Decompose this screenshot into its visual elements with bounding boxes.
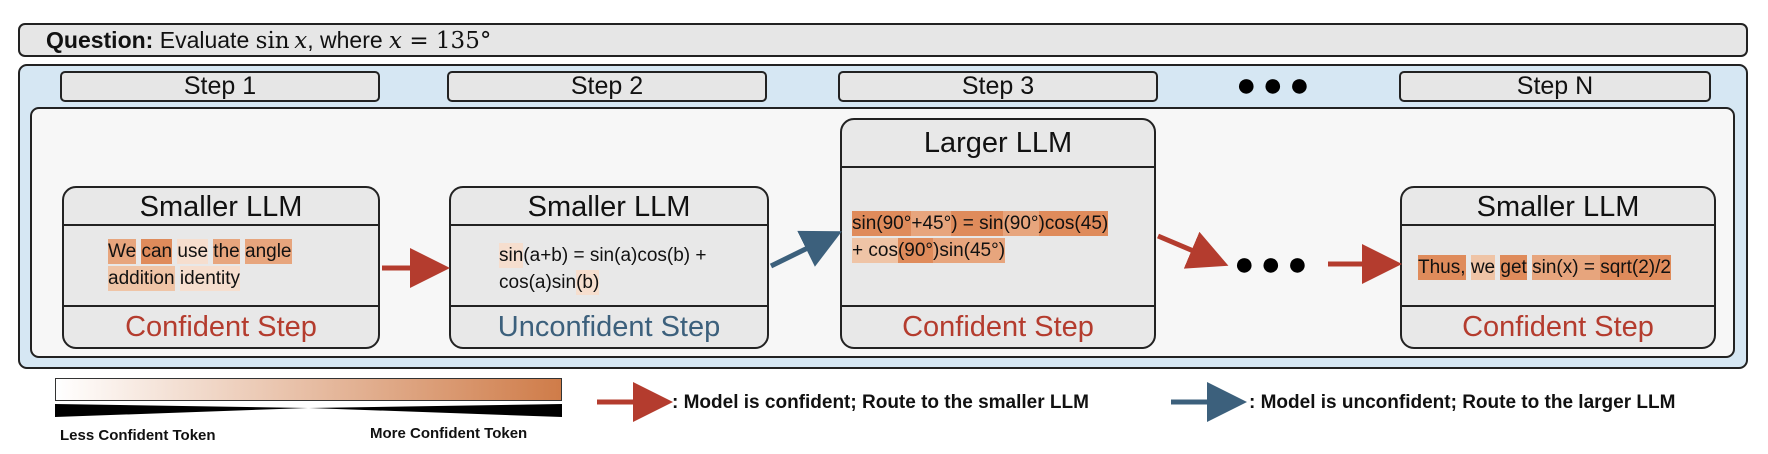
- token: angle: [245, 239, 292, 264]
- step3-token-text: sin(90°+45°) = sin(90°)cos(45)+ cos(90°)…: [842, 168, 1154, 264]
- question-var-x2: x: [389, 28, 403, 54]
- question-var-x: x: [294, 28, 308, 54]
- token: + cos: [852, 238, 898, 263]
- confident-arrow-step3-to-ellipsis: [1157, 231, 1229, 269]
- step2-model-title: Smaller LLM: [451, 188, 767, 226]
- token: identity: [179, 266, 241, 291]
- question-sin: sin: [255, 28, 290, 54]
- step2-status: Unconfident Step: [451, 305, 767, 347]
- token: can: [141, 239, 173, 264]
- legend-wedge-left: [55, 404, 308, 417]
- step1-llm-box: Smaller LLM We can use the angle addition…: [62, 186, 380, 349]
- token: ) = sin: [951, 211, 1004, 236]
- token: sin: [499, 243, 524, 268]
- question-bar: Question: Evaluate sin x, where x = 135°: [18, 23, 1748, 57]
- legend-wedge-right: [309, 404, 562, 417]
- token: (90°: [1003, 211, 1039, 236]
- step1-token-text: We can use the angle addition identity: [64, 226, 378, 292]
- step1-status: Confident Step: [64, 305, 378, 347]
- flow-ellipsis: ●●●: [1234, 245, 1314, 283]
- question-value: = 135°: [402, 28, 492, 54]
- token: get: [1500, 255, 1527, 280]
- token: Thus,: [1418, 255, 1466, 280]
- token: cos(a)sin: [499, 272, 577, 293]
- token: sqrt(2)/2: [1600, 255, 1671, 280]
- unconfident-arrow-step2-to-step3: [769, 230, 842, 269]
- legend-more-confident: More Confident Token: [370, 425, 528, 442]
- stepn-llm-box: Smaller LLM Thus, we get sin(x) = sqrt(2…: [1400, 186, 1716, 349]
- question-text-mid: , where: [307, 27, 390, 53]
- token: )cos(45): [1038, 211, 1109, 236]
- step3-status: Confident Step: [842, 305, 1154, 347]
- legend-unconfident-text: : Model is unconfident; Route to the lar…: [1249, 392, 1676, 413]
- stepn-model-title: Smaller LLM: [1402, 188, 1714, 226]
- token: the: [213, 239, 240, 264]
- token: addition: [108, 266, 175, 291]
- legend-confident-text: : Model is confident; Route to the small…: [672, 392, 1089, 413]
- token: use: [177, 239, 209, 264]
- step3-llm-box: Larger LLM sin(90°+45°) = sin(90°)cos(45…: [840, 118, 1156, 349]
- step-header-1: Step 1: [60, 71, 380, 102]
- token: We: [108, 239, 137, 264]
- confidence-gradient-bar: [55, 378, 562, 401]
- token: )sin(45°): [933, 238, 1006, 263]
- token: (a+b) = sin(a)cos(b) +: [523, 245, 707, 266]
- token: (b): [576, 270, 600, 295]
- token: we: [1470, 255, 1496, 280]
- step-header-3: Step 3: [838, 71, 1158, 102]
- stepn-status: Confident Step: [1402, 305, 1714, 347]
- token: =: [1578, 255, 1601, 280]
- token: sin(x): [1532, 255, 1579, 280]
- question-text-pre: Evaluate: [159, 27, 256, 53]
- step2-llm-box: Smaller LLM sin(a+b) = sin(a)cos(b) + cos…: [449, 186, 769, 349]
- token: (90°: [897, 238, 934, 263]
- token: +45°: [911, 211, 952, 236]
- stepn-token-text: Thus, we get sin(x) = sqrt(2)/2: [1402, 226, 1714, 281]
- step-ellipsis: ●●●: [1236, 66, 1316, 104]
- step-header-n: Step N: [1399, 71, 1711, 102]
- token: sin(90°: [852, 211, 912, 236]
- step3-model-title: Larger LLM: [842, 120, 1154, 168]
- legend-less-confident: Less Confident Token: [60, 427, 216, 444]
- question-label: Question:: [46, 27, 154, 53]
- step-header-2: Step 2: [447, 71, 767, 102]
- step2-token-text: sin(a+b) = sin(a)cos(b) + cos(a)sin(b): [451, 226, 767, 296]
- step1-model-title: Smaller LLM: [64, 188, 378, 226]
